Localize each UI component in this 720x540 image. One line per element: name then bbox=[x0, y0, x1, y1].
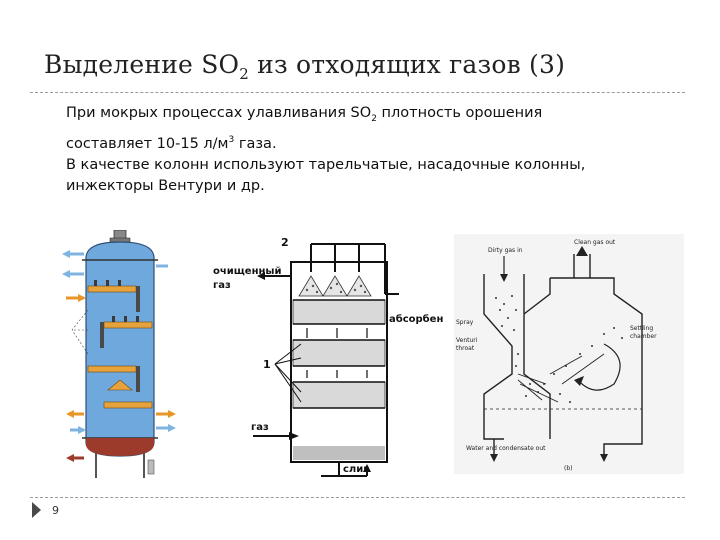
label-gas: газ bbox=[251, 422, 269, 433]
page-number: 9 bbox=[52, 504, 59, 517]
label-settling-2: chamber bbox=[630, 333, 657, 340]
label-clean-gas-1: очищенный bbox=[213, 266, 281, 277]
label-1: 1 bbox=[263, 358, 271, 371]
label-water-out: Water and condensate out bbox=[466, 445, 546, 452]
label-absorbent: абсорбент bbox=[389, 313, 443, 325]
venturi-scrubber-figure: Clean gas out Dirty gas in Spray Venturi… bbox=[454, 234, 684, 474]
title-divider bbox=[30, 92, 685, 93]
label-venturi-1: Venturi bbox=[456, 337, 478, 344]
label-2: 2 bbox=[281, 236, 289, 249]
label-drain: слив bbox=[343, 464, 370, 475]
label-clean-gas-2: газ bbox=[213, 280, 231, 291]
label-clean-gas-out: Clean gas out bbox=[574, 239, 616, 246]
packed-column-figure: 2 очищенный газ абсорбент 1 газ слив bbox=[213, 236, 443, 477]
label-settling-1: Settling bbox=[630, 325, 653, 332]
label-b: (b) bbox=[564, 465, 573, 472]
footer-divider bbox=[30, 497, 685, 498]
paragraph-irrigation: При мокрых процессах улавливания SO2 пло… bbox=[66, 105, 543, 152]
label-venturi-2: throat bbox=[456, 345, 475, 352]
paragraph-columns: В качестве колонн используют тарельчатые… bbox=[66, 157, 586, 194]
slide-bullet-icon bbox=[32, 502, 41, 518]
label-dirty-gas-in: Dirty gas in bbox=[488, 247, 523, 254]
label-spray: Spray bbox=[456, 319, 474, 326]
tray-column-figure bbox=[62, 230, 176, 478]
slide-title: Выделение SO2 из отходящих газов (3) bbox=[44, 50, 566, 83]
